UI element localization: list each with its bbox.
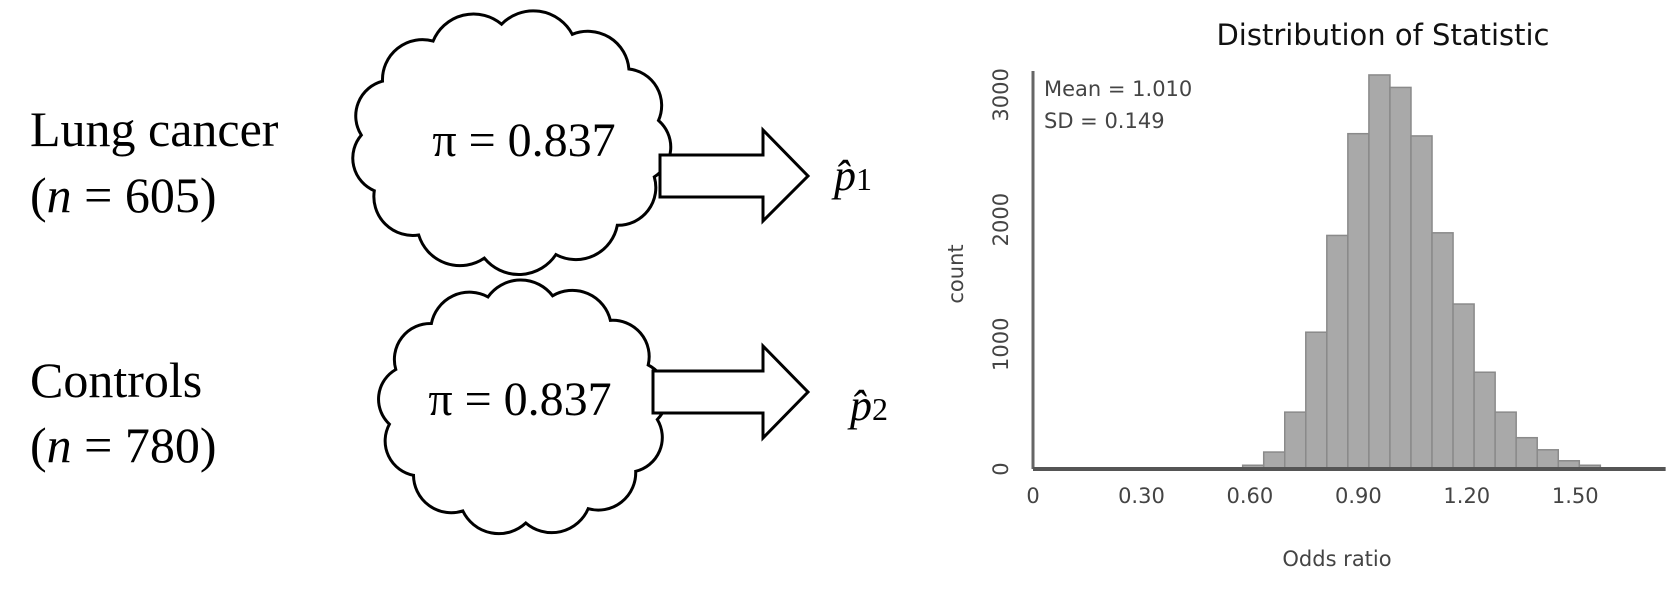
group-label-lung-cancer: Lung cancer (30, 101, 279, 157)
histogram-bar (1473, 371, 1496, 470)
histogram-bar (1494, 411, 1517, 470)
phat-1: p̂1 (831, 151, 872, 200)
sampling-arrow-1-icon (658, 126, 811, 225)
phat-2: p̂2 (847, 381, 888, 430)
group-n-controls: (n = 780) (30, 417, 217, 473)
sd-annotation: SD = 0.149 (1044, 109, 1165, 133)
histogram: Distribution of Statistic 0 0.30 0.60 0.90 1… (944, 18, 1666, 571)
group-n-lung-cancer: (n = 605) (30, 167, 217, 223)
histogram-bar (1536, 449, 1560, 470)
histogram-bar (1389, 86, 1412, 470)
x-axis-label: Odds ratio (1282, 547, 1391, 571)
x-tick-label: 0.90 (1335, 484, 1382, 508)
y-tick-label: 0 (989, 462, 1013, 475)
x-tick-label: 0.60 (1227, 484, 1274, 508)
histogram-bar (1305, 331, 1328, 470)
pi-value-controls: π = 0.837 (428, 373, 611, 426)
x-tick-label: 1.50 (1552, 484, 1599, 508)
histogram-bar (1368, 74, 1391, 470)
histogram-bar (1452, 303, 1475, 470)
histogram-bar (1410, 135, 1433, 470)
chart-title: Distribution of Statistic (1216, 18, 1549, 52)
y-axis-label: count (944, 244, 968, 303)
sampling-arrow-2-icon (651, 342, 811, 442)
histogram-bar (1431, 232, 1454, 470)
histogram-bar (1326, 234, 1349, 470)
histogram-bar (1515, 436, 1538, 470)
mean-annotation: Mean = 1.010 (1044, 77, 1192, 101)
y-tick-label: 3000 (989, 68, 1013, 121)
histogram-bar (1283, 411, 1307, 470)
x-tick-label: 1.20 (1443, 484, 1490, 508)
histogram-bar (1262, 451, 1286, 470)
y-tick-label: 2000 (989, 193, 1013, 246)
pi-value-lung-cancer: π = 0.837 (432, 114, 615, 167)
histogram-bar (1347, 132, 1370, 470)
group-label-controls: Controls (30, 352, 202, 408)
y-tick-label: 1000 (989, 318, 1013, 371)
population-cloud-controls (377, 278, 669, 536)
x-tick-label: 0.30 (1118, 484, 1165, 508)
x-tick-label: 0 (1026, 484, 1039, 508)
population-cloud-lung-cancer (351, 9, 673, 277)
